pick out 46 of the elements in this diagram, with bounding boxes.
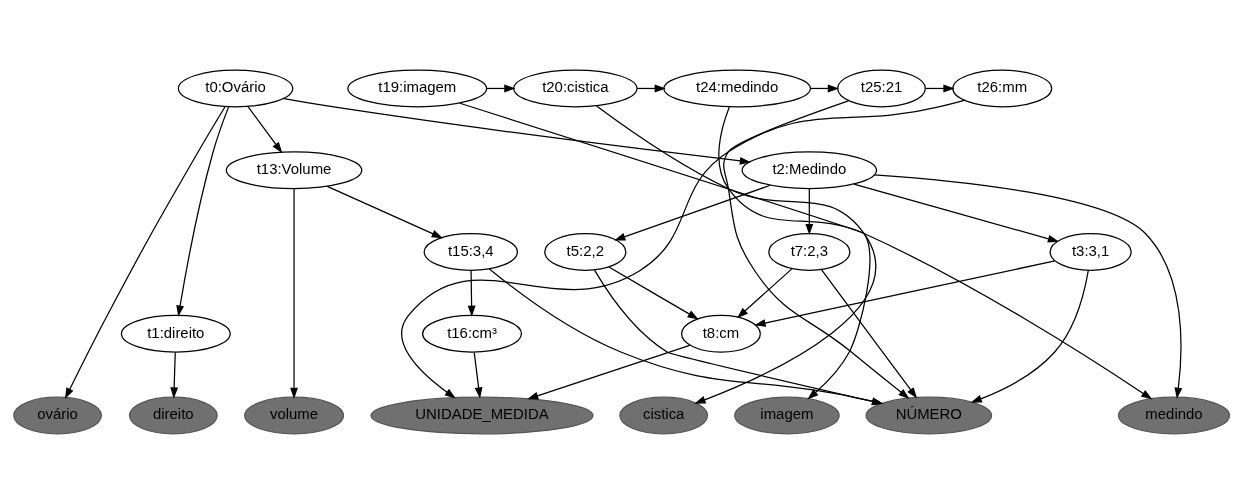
arrow: [401, 99, 965, 399]
arrow: [170, 352, 179, 399]
arrow: [473, 352, 483, 399]
node-ellipse: t25:21: [837, 69, 926, 108]
arrow: [873, 174, 1183, 399]
arrow: [636, 84, 666, 93]
node-ellipse: UNIDADE_MEDIDA: [370, 396, 594, 435]
arrow: [754, 260, 1056, 327]
arrow: [723, 100, 910, 399]
node-ellipse: t8:cm: [680, 314, 761, 353]
arrow: [527, 344, 691, 400]
arrow: [608, 266, 699, 320]
node-ellipse: t1:direito: [120, 314, 231, 353]
node-ellipse: t0:Ovário: [177, 69, 294, 108]
node-ellipse: t16:cm³: [422, 314, 523, 353]
node-ellipse: t19:imagem: [347, 69, 488, 108]
arrow: [596, 105, 877, 404]
arrow: [459, 102, 871, 400]
node-ellipse: t7:2,3: [768, 233, 851, 271]
node-ellipse: ovário: [13, 396, 102, 435]
arrow: [290, 188, 298, 399]
node-ellipse: t13:Volume: [225, 151, 363, 190]
arrow: [614, 184, 771, 241]
arrow: [925, 84, 955, 93]
arrow: [247, 105, 283, 154]
node-ellipse: direito: [128, 396, 218, 435]
arrow: [593, 269, 884, 406]
arrow: [65, 106, 226, 400]
node-ellipse: volume: [244, 396, 345, 435]
node-ellipse: t20:cistica: [513, 69, 638, 108]
arrow: [736, 268, 793, 319]
node-ellipse: t26:mm: [952, 69, 1053, 108]
node-ellipse: imagem: [734, 396, 840, 435]
arrow: [488, 268, 884, 406]
arrow: [821, 269, 918, 399]
arrow: [283, 98, 752, 165]
node-ellipse: t15:3,4: [423, 233, 518, 271]
arrow: [853, 183, 1060, 243]
arrow: [970, 270, 1089, 403]
arrow: [176, 106, 230, 317]
node-ellipse: medindo: [1117, 396, 1231, 435]
node-ellipse: t24:medindo: [663, 69, 812, 108]
arrow: [326, 185, 443, 239]
arrow: [805, 188, 814, 236]
arrow: [467, 270, 476, 317]
arrow: [718, 106, 1153, 400]
